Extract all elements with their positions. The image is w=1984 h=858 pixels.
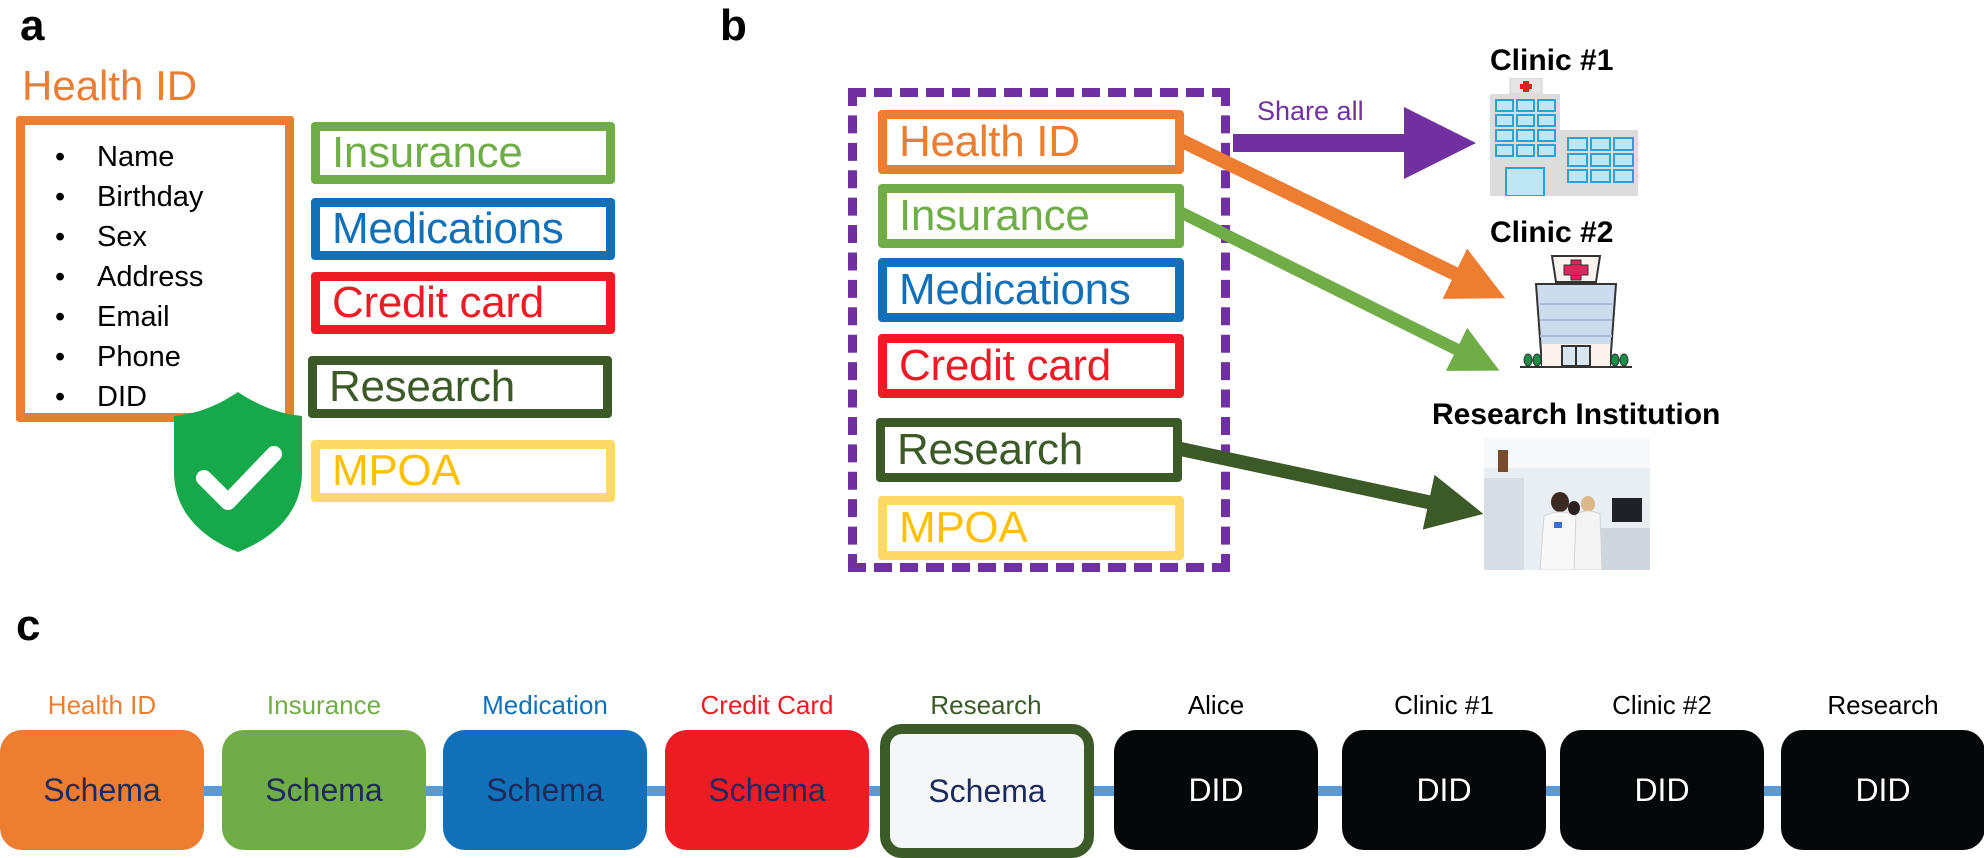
category-label: MPOA — [899, 503, 1028, 552]
category-box-credit-card: Credit card — [878, 334, 1184, 398]
did-node: DID — [1560, 730, 1764, 850]
chain-node-text: Schema — [708, 771, 826, 808]
bullet-icon: • — [55, 301, 66, 333]
health-id-field: • Phone — [25, 337, 285, 377]
health-id-field-label: Email — [97, 301, 170, 333]
bullet-icon: • — [55, 141, 66, 173]
category-label: Credit card — [899, 341, 1111, 390]
category-box-research: Research — [876, 418, 1182, 482]
research-to-institution-arrow — [1174, 441, 1484, 530]
category-label: MPOA — [332, 446, 461, 495]
bullet-icon: • — [55, 221, 66, 253]
chain-connector — [202, 786, 224, 796]
chain-connector — [867, 786, 886, 796]
health-id-field-list: • Name • Birthday • Sex • Address • Email • Phone • D… — [25, 137, 285, 417]
chain-connector — [645, 786, 667, 796]
health-id-field-label: Sex — [97, 221, 147, 253]
chain-node-label: Research — [1827, 690, 1939, 720]
chain-node-label: Clinic #2 — [1612, 690, 1712, 720]
category-label: Health ID — [899, 117, 1080, 166]
chain-node-label: Credit Card — [700, 690, 834, 720]
chain-node-text: Schema — [43, 771, 161, 808]
did-node: DID — [1781, 730, 1984, 850]
shield-check-icon — [174, 392, 302, 552]
health-id-field-label: Name — [97, 141, 175, 173]
schema-node: Schema — [443, 730, 647, 850]
research-institution-label: Research Institution — [1432, 398, 1721, 431]
chain-node-text: DID — [1188, 771, 1244, 808]
category-label: Medications — [899, 265, 1131, 314]
clinic-2-label: Clinic #2 — [1490, 216, 1614, 249]
bullet-icon: • — [55, 261, 66, 293]
insurance-to-clinic2-arrow — [1177, 206, 1500, 371]
category-box-credit-card: Credit card — [311, 272, 615, 334]
chain-connector — [1762, 786, 1783, 796]
chain-node-label: Medication — [482, 690, 608, 720]
chain-node-label: Research — [930, 690, 1042, 720]
chain-node-label: Insurance — [266, 690, 382, 720]
panel-c-letter: c — [16, 601, 41, 650]
health-id-card: • Name • Birthday • Sex • Address • Email • Phone • D… — [16, 116, 294, 422]
category-label: Research — [897, 425, 1083, 474]
category-box-research: Research — [308, 356, 612, 418]
panel-b-letter: b — [720, 1, 747, 50]
schema-node: Schema — [0, 730, 204, 850]
health-id-field-label: DID — [97, 381, 147, 413]
did-node: DID — [1114, 730, 1318, 850]
all-categories-dashed-group — [848, 88, 1230, 572]
health-id-field: • DID — [25, 377, 285, 417]
chain-connector — [1544, 786, 1562, 796]
health-id-field-label: Phone — [97, 341, 181, 373]
bullet-icon: • — [55, 341, 66, 373]
category-box-insurance: Insurance — [311, 122, 615, 184]
chain-node-text: DID — [1634, 771, 1690, 808]
health-id-field: • Name — [25, 137, 285, 177]
category-box-mpoa: MPOA — [311, 440, 615, 502]
chain-node-label: Health ID — [47, 690, 157, 720]
category-label: Credit card — [332, 278, 544, 327]
health-id-field: • Email — [25, 297, 285, 337]
chain-connector — [424, 786, 445, 796]
bullet-icon: • — [55, 181, 66, 213]
category-box-insurance: Insurance — [878, 184, 1184, 248]
category-box-mpoa: MPOA — [878, 496, 1184, 560]
schema-node: Schema — [222, 730, 426, 850]
health-id-field-label: Birthday — [97, 181, 204, 213]
category-label: Research — [329, 362, 515, 411]
category-label: Insurance — [899, 191, 1090, 240]
chain-node-label: Clinic #1 — [1394, 690, 1494, 720]
schema-node-highlighted: Schema — [880, 724, 1094, 858]
health-id-to-clinic2-arrow — [1176, 133, 1506, 299]
laboratory-photo — [1484, 438, 1650, 570]
bullet-icon: • — [55, 381, 66, 413]
category-box-medications: Medications — [311, 198, 615, 260]
health-id-field-label: Address — [97, 261, 204, 293]
category-label: Medications — [332, 204, 564, 253]
chain-connector — [1086, 786, 1116, 796]
chain-node-text: DID — [1416, 771, 1472, 808]
category-label: Insurance — [332, 128, 523, 177]
schema-node: Schema — [665, 730, 869, 850]
hospital-building-icon — [1490, 78, 1638, 196]
chain-node-text: Schema — [928, 772, 1046, 809]
chain-connector — [1316, 786, 1344, 796]
clinic-building-icon — [1520, 255, 1632, 368]
panel-a-letter: a — [20, 1, 45, 50]
health-id-field: • Sex — [25, 217, 285, 257]
share-all-label: Share all — [1257, 96, 1364, 126]
did-node: DID — [1342, 730, 1546, 850]
health-id-field: • Birthday — [25, 177, 285, 217]
clinic-1-label: Clinic #1 — [1490, 44, 1614, 77]
chain-node-text: Schema — [486, 771, 604, 808]
chain-node-text: Schema — [265, 771, 383, 808]
chain-node-text: DID — [1855, 771, 1911, 808]
health-id-field: • Address — [25, 257, 285, 297]
health-id-title: Health ID — [22, 62, 198, 109]
chain-node-label: Alice — [1187, 690, 1245, 720]
category-box-medications: Medications — [878, 258, 1184, 322]
